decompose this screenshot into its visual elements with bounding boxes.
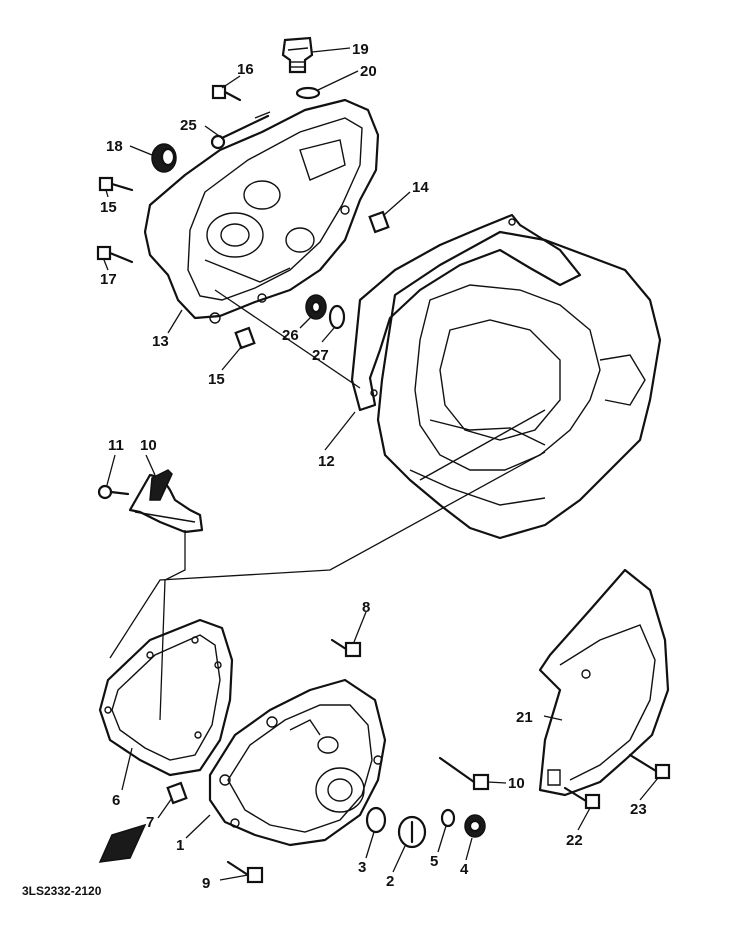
callout-15-lower: 15 [208,371,225,388]
callout-7: 7 [146,814,154,831]
dowel-pin-15-lower [234,326,256,350]
diagram-code: 3LS2332-2120 [22,884,102,898]
plug-cap-19 [151,143,177,173]
bolt-16 [98,176,134,192]
callout-26: 26 [282,327,299,344]
bolt-12 [97,484,130,500]
crankcase-cover-left [208,678,387,847]
bolt-23 [563,786,601,810]
callout-13: 13 [152,333,169,350]
callout-3: 3 [358,859,366,876]
callout-labels: 19 20 16 25 18 15 17 14 13 15 26 27 12 1… [22,41,647,898]
crankcase-cover-right [143,98,380,324]
callout-9: 9 [202,875,210,892]
cover-gasket-6 [98,618,234,777]
bolt-17 [211,84,242,102]
callout-18: 17 [100,271,117,288]
engine-block [376,230,662,540]
oil-seal-26 [305,294,327,320]
alignment-line-main [109,451,546,659]
callout-2: 2 [386,873,394,890]
callout-14: 12 [318,453,335,470]
callout-10: 10 [508,775,525,792]
o-ring-27 [328,304,346,330]
callout-15-upper: 14 [412,179,429,196]
plug-2 [397,815,427,849]
bolt-10 [438,756,490,791]
callout-19: 18 [106,138,123,155]
o-ring-3 [365,806,387,834]
callout-6: 6 [112,792,120,809]
callout-16: 15 [100,199,117,216]
callout-leaders [103,47,659,881]
callout-4: 4 [460,861,469,878]
callout-24: 23 [630,801,647,818]
bolt-24 [628,753,671,780]
callout-11: 10 [140,437,157,454]
dowel-pin-15-upper [368,210,390,234]
callout-12: 11 [108,437,124,454]
crankcase-gasket [350,213,582,412]
o-ring-21 [295,86,321,100]
bolt-18 [96,245,134,264]
callout-20: 19 [352,41,369,58]
plug-4 [464,814,486,838]
callout-8: 8 [362,599,370,616]
callout-21: 20 [360,63,377,80]
o-ring-5 [440,808,456,828]
bolt-8 [330,638,362,658]
callout-1: 1 [176,837,184,854]
callout-5: 5 [430,853,438,870]
callout-22: 21 [516,709,533,726]
forward-direction-arrow [98,823,147,863]
dowel-pin-7 [166,781,188,805]
bolt-9 [226,860,264,884]
sprocket-cover-22 [538,568,670,797]
callout-23: 22 [566,832,583,849]
callout-17: 16 [237,61,254,78]
bolt-25 [210,111,271,150]
oil-filler-cap [281,36,314,74]
alignment-line-gasket [214,289,361,389]
alignment-line-bracket [159,530,186,721]
bracket-11 [128,469,204,534]
callout-25: 25 [180,117,197,134]
callout-27: 27 [312,347,329,364]
